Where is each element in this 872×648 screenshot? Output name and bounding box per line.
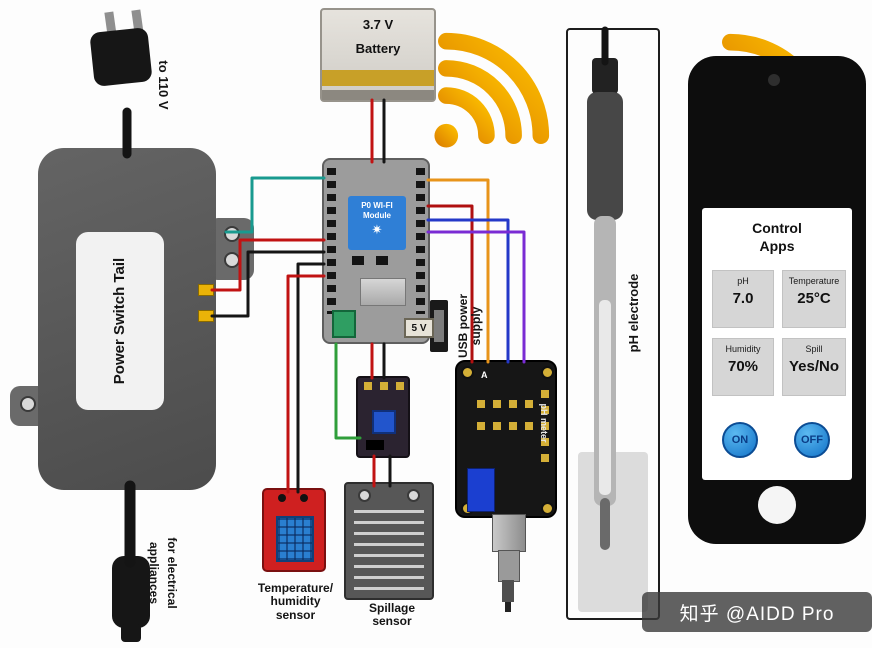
- comparator-chip: [366, 440, 384, 450]
- smartphone: Control Apps pH 7.0 Temperature 25°C Hum…: [688, 56, 866, 544]
- electrode-body: [587, 92, 623, 220]
- ph-meter-label: pH meter: [539, 403, 549, 443]
- appliances-label: for electrical appliances: [147, 537, 179, 609]
- tile-humidity: Humidity 70%: [712, 338, 774, 396]
- pst-terminal: [198, 310, 214, 322]
- pst-label-panel: [76, 232, 164, 410]
- bnc-connector: [492, 514, 526, 552]
- tile-label: Spill: [805, 344, 823, 354]
- spillage-sensor-label: Spillage sensor: [368, 601, 415, 629]
- battery-name: Battery: [355, 41, 401, 56]
- tile-temperature: Temperature 25°C: [782, 270, 846, 328]
- module-button: [352, 256, 364, 265]
- five-v-label: 5 V: [411, 322, 427, 334]
- watermark-text: 知乎 @AIDD Pro: [679, 603, 835, 625]
- temp-sensor-label: Temperature/ humidity sensor: [257, 581, 334, 622]
- bnc-connector-end: [505, 602, 511, 612]
- ph-pads: [541, 390, 549, 462]
- trimmer-pot: [372, 410, 396, 434]
- ph-blue-component: [467, 468, 495, 512]
- sensor-screw: [358, 489, 371, 502]
- electrode-inner: [599, 300, 611, 495]
- sense-traces: [354, 510, 424, 590]
- electrode-bulb: [600, 498, 610, 550]
- phone-screen: Control Apps pH 7.0 Temperature 25°C Hum…: [702, 208, 852, 480]
- mount-hole: [224, 252, 240, 268]
- home-button: [758, 486, 796, 524]
- tile-value: 70%: [727, 358, 759, 375]
- module-green-component: [332, 310, 356, 338]
- comparator-module: [356, 376, 410, 458]
- mount-hole: [20, 396, 36, 412]
- bnc-connector-tip: [502, 580, 514, 602]
- battery-voltage: 3.7 V: [362, 17, 394, 32]
- watermark: 知乎 @AIDD Pro: [642, 592, 872, 632]
- bnc-connector-mid: [498, 550, 520, 582]
- module-logo-icon: ✷: [371, 222, 383, 238]
- wifi-icon: [434, 32, 550, 148]
- sensor-pin: [300, 494, 308, 502]
- battery-stripe: [322, 70, 434, 86]
- electrode-frame: [566, 28, 660, 620]
- appliance-cord-tip: [121, 624, 141, 642]
- board-hole: [461, 366, 474, 379]
- battery-base: [322, 90, 434, 100]
- ph-electrode-label: pH electrode: [626, 273, 641, 353]
- phone-camera: [768, 74, 780, 86]
- ph-pads: [477, 400, 535, 408]
- wifi-module-board: P0 WI-FI Module ✷: [322, 158, 430, 344]
- pin-header-left: [327, 168, 336, 314]
- ph-board-marking: A: [481, 370, 488, 380]
- pin-header-right: [416, 168, 425, 314]
- power-plug: [89, 27, 153, 87]
- battery: 3.7 V Battery: [320, 8, 436, 102]
- ph-pads: [477, 422, 535, 430]
- five-v-chip: 5 V: [404, 318, 434, 338]
- dht-element: [276, 516, 314, 562]
- on-button: ON: [722, 422, 758, 458]
- module-label: P0 WI-FI Module ✷: [348, 196, 406, 250]
- electrode-cap: [592, 58, 618, 94]
- board-hole: [541, 502, 554, 515]
- tile-label: Humidity: [725, 344, 761, 354]
- tile-label: Temperature: [788, 276, 840, 286]
- off-button: OFF: [794, 422, 830, 458]
- tile-spill: Spill Yes/No: [782, 338, 846, 396]
- temp-humidity-sensor: [262, 488, 326, 572]
- usb-power-supply-label: USB power supply: [456, 294, 484, 359]
- module-name: P0 WI-FI Module: [361, 201, 393, 220]
- pst-terminal: [198, 284, 214, 296]
- sensor-pin: [278, 494, 286, 502]
- board-hole: [541, 366, 554, 379]
- appliance-cord-plug: [112, 556, 150, 628]
- mount-hole: [224, 226, 240, 242]
- pst-label: Power Switch Tail: [111, 257, 128, 385]
- sensor-screw: [407, 489, 420, 502]
- tile-value: 25°C: [797, 290, 831, 307]
- comparator-pins: [364, 382, 406, 390]
- tile-ph: pH 7.0: [712, 270, 774, 328]
- to-110v-label: to 110 V: [156, 60, 171, 110]
- tile-value: 7.0: [732, 290, 754, 307]
- tile-value: Yes/No: [788, 358, 840, 375]
- module-shield: [360, 278, 406, 306]
- app-title: Control Apps: [752, 220, 802, 254]
- module-button: [376, 256, 388, 265]
- spillage-sensor: [344, 482, 434, 600]
- tile-label: pH: [737, 276, 749, 286]
